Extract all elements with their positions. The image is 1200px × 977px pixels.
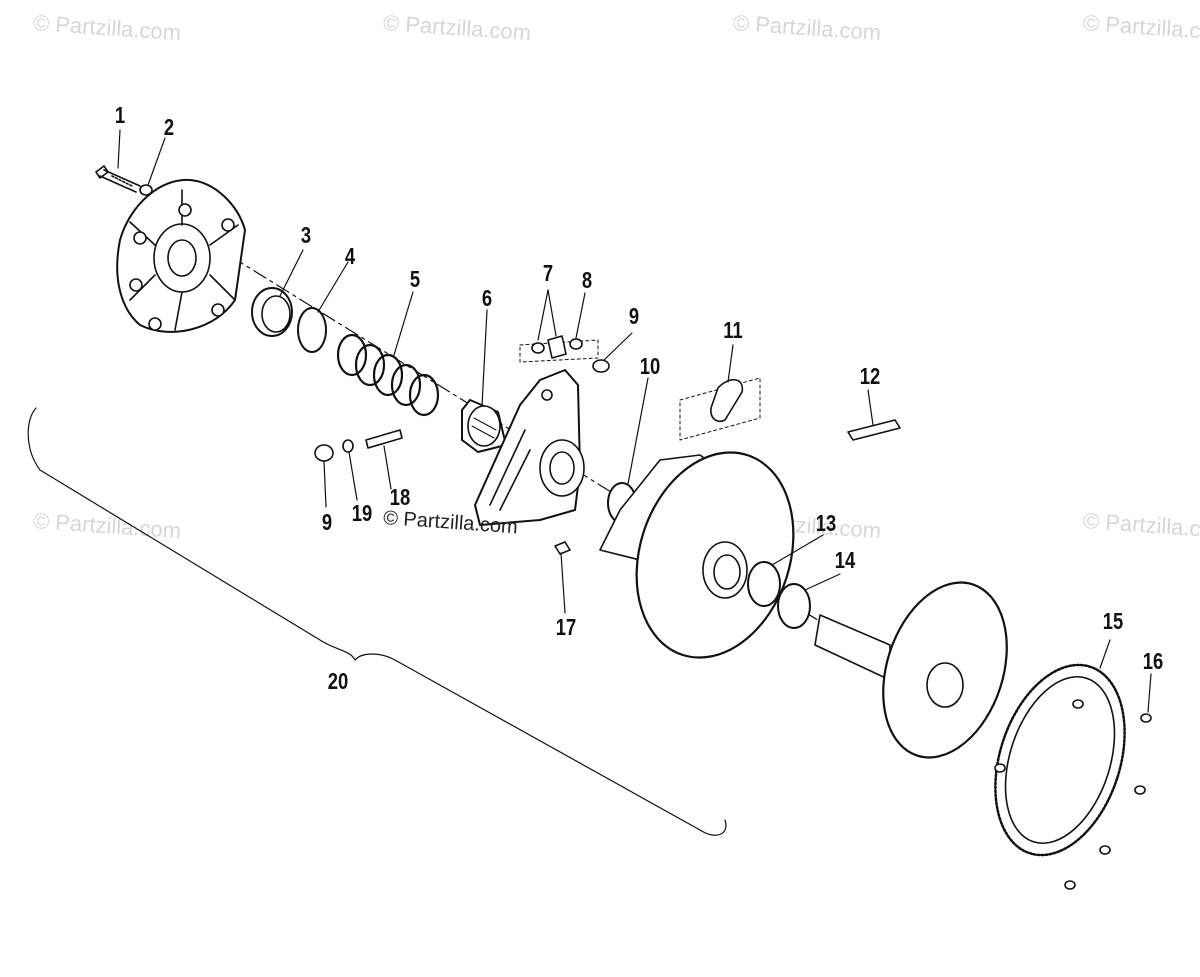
- part-spring-cup: [461, 399, 507, 453]
- part-pin: [365, 429, 403, 449]
- part-roller-lower: [314, 444, 334, 462]
- callout-20: 20: [327, 668, 349, 694]
- part-snap-ring: [297, 307, 327, 353]
- part-roller: [592, 359, 610, 373]
- callout-11: 11: [723, 317, 743, 343]
- part-washer: [139, 184, 153, 196]
- assembly-bracket: [27, 407, 727, 836]
- callout-8: 8: [581, 267, 593, 293]
- callout-19: 19: [351, 500, 373, 526]
- callout-7: 7: [542, 260, 554, 286]
- part-moveable-sheave: [599, 451, 795, 659]
- callout-3: 3: [300, 222, 312, 248]
- part-ring-gear: [994, 663, 1126, 857]
- callout-1: 1: [114, 102, 126, 128]
- part-fixed-sheave: [814, 581, 1008, 759]
- callout-17: 17: [555, 614, 577, 640]
- part-spider-arm: [474, 369, 585, 526]
- part-nut: [554, 541, 571, 555]
- part-cover-plate: [116, 178, 246, 333]
- part-7-8-group: [519, 335, 599, 363]
- part-sheave-bushing: [747, 561, 781, 607]
- callout-15: 15: [1102, 608, 1124, 634]
- callout-12: 12: [859, 363, 881, 389]
- part-bushing: [251, 287, 293, 337]
- callout-2: 2: [163, 114, 175, 140]
- part-flyweight: [679, 377, 761, 441]
- callout-6: 6: [481, 285, 493, 311]
- part-spring: [336, 333, 440, 417]
- leader-lines: [117, 129, 1152, 713]
- part-bolt: [95, 165, 141, 193]
- callout-9-lower: 9: [321, 509, 333, 535]
- callout-4: 4: [344, 243, 356, 269]
- part-shim: [342, 439, 354, 453]
- callout-16: 16: [1142, 648, 1164, 674]
- part-screws: [994, 699, 1152, 890]
- part-dowel-pin: [847, 419, 901, 441]
- callout-18: 18: [389, 484, 411, 510]
- callout-10: 10: [639, 353, 661, 379]
- callout-9: 9: [628, 303, 640, 329]
- callout-13: 13: [815, 510, 837, 536]
- part-shaft-bushing: [777, 583, 811, 629]
- callout-5: 5: [409, 266, 421, 292]
- callout-14: 14: [834, 547, 856, 573]
